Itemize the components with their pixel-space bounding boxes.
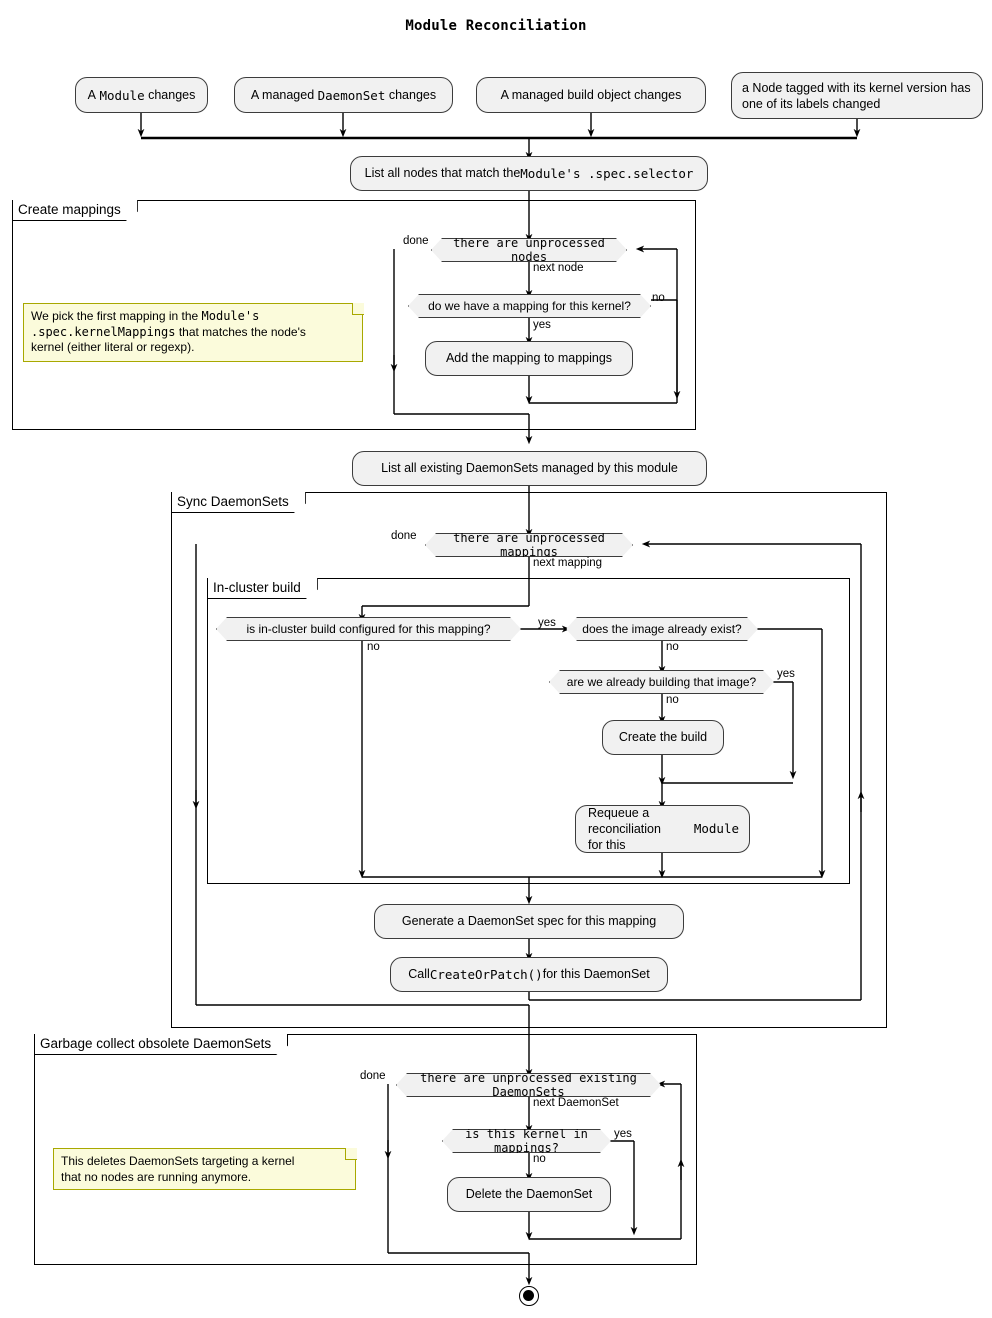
partition-garbage-collect — [34, 1034, 697, 1265]
partition-garbage-collect-text: Garbage collect obsolete DaemonSets — [40, 1036, 272, 1051]
partition-create-mappings-text: Create mappings — [18, 202, 121, 217]
partition-sync-daemonsets-text: Sync DaemonSets — [177, 494, 289, 509]
edge-label-next-mapping: next mapping — [533, 557, 603, 569]
activity-create-or-patch-post: for this DaemonSet — [542, 967, 650, 981]
activity-generate-daemonset-spec[interactable]: Generate a DaemonSet spec for this mappi… — [374, 904, 684, 939]
edge-label-next-node: next node — [533, 262, 584, 274]
decision-kernel-in-mappings[interactable]: is this kernel in mappings? — [442, 1129, 611, 1153]
activity-create-or-patch-pre: Call — [408, 967, 430, 981]
activity-list-nodes[interactable]: List all nodes that match the Module's .… — [350, 156, 708, 191]
end-node — [519, 1286, 539, 1306]
decision-in-cluster-build-configured[interactable]: is in-cluster build configured for this … — [216, 617, 521, 641]
partition-in-cluster-build — [207, 578, 850, 884]
decision-unprocessed-existing-daemonsets[interactable]: there are unprocessed existing DaemonSet… — [396, 1073, 661, 1097]
page-title: Module Reconciliation — [405, 18, 587, 34]
note-mapping-selection-line1-pre: We pick the first mapping in the — [31, 309, 202, 323]
activity-create-build[interactable]: Create the build — [602, 720, 724, 755]
decision-already-building[interactable]: are we already building that image? — [549, 670, 774, 694]
note-mapping-selection-fold — [352, 303, 364, 315]
activity-list-nodes-mono: Module's .spec.selector — [520, 166, 694, 181]
note-mapping-selection-line3: kernel (either literal or regexp). — [31, 340, 195, 354]
start-build-object-changes[interactable]: A managed build object changes — [476, 77, 706, 113]
start-build-object-changes-text: A managed build object changes — [500, 87, 682, 102]
partition-garbage-collect-label: Garbage collect obsolete DaemonSets — [34, 1034, 288, 1055]
activity-delete-daemonset[interactable]: Delete the DaemonSet — [447, 1177, 611, 1212]
edge-label-no-already-building: no — [666, 694, 679, 706]
activity-create-or-patch[interactable]: Call CreateOrPatch() for this DaemonSet — [390, 957, 668, 992]
start-daemonset-changes[interactable]: A managed DaemonSet changes — [234, 77, 453, 113]
decision-already-building-text: are we already building that image? — [566, 675, 757, 689]
note-mapping-selection-line2-mono: .spec.kernelMappings — [31, 324, 176, 339]
partition-sync-daemonsets-label: Sync DaemonSets — [171, 492, 306, 513]
start-node-label-changed-text: a Node tagged with its kernel version ha… — [742, 80, 971, 111]
edge-label-done-2: done — [391, 530, 417, 542]
edge-label-yes-kernel-in-mappings: yes — [614, 1128, 632, 1140]
activity-add-mapping[interactable]: Add the mapping to mappings — [425, 341, 633, 376]
activity-add-mapping-text: Add the mapping to mappings — [445, 351, 613, 365]
decision-image-exists[interactable]: does the image already exist? — [566, 617, 758, 641]
decision-unprocessed-mappings[interactable]: there are unprocessed mappings — [425, 533, 633, 557]
activity-create-build-text: Create the build — [618, 730, 708, 744]
edge-label-next-daemonset: next DaemonSet — [533, 1097, 619, 1109]
note-garbage-collect-line2: that no nodes are running anymore. — [61, 1169, 252, 1184]
decision-kernel-in-mappings-text: is this kernel in mappings? — [465, 1127, 588, 1155]
partition-sync-daemonsets — [171, 492, 887, 1028]
partition-in-cluster-build-label: In-cluster build — [207, 578, 318, 599]
activity-generate-daemonset-spec-text: Generate a DaemonSet spec for this mappi… — [401, 914, 657, 928]
note-garbage-collect-fold — [345, 1148, 357, 1160]
start-node-label-changed[interactable]: a Node tagged with its kernel version ha… — [731, 72, 983, 119]
note-garbage-collect: This deletes DaemonSets targeting a kern… — [53, 1148, 356, 1190]
decision-have-mapping[interactable]: do we have a mapping for this kernel? — [408, 294, 651, 318]
activity-create-or-patch-mono: CreateOrPatch() — [429, 967, 543, 982]
decision-in-cluster-build-configured-text: is in-cluster build configured for this … — [246, 622, 491, 636]
partition-in-cluster-build-text: In-cluster build — [213, 580, 301, 595]
decision-unprocessed-nodes[interactable]: there are unprocessed nodes — [431, 238, 627, 262]
edge-label-no-have-mapping: no — [652, 292, 665, 304]
decision-unprocessed-mappings-text: there are unprocessed mappings — [453, 531, 605, 559]
decision-unprocessed-existing-daemonsets-text: there are unprocessed existing DaemonSet… — [420, 1071, 637, 1099]
edge-label-yes-have-mapping: yes — [533, 319, 551, 331]
edge-label-no-image-exists: no — [666, 641, 679, 653]
edge-label-no-in-cluster-build: no — [367, 641, 380, 653]
edge-label-done-3: done — [360, 1070, 386, 1082]
edge-label-no-kernel-in-mappings: no — [533, 1153, 546, 1165]
note-mapping-selection: We pick the first mapping in the Module'… — [23, 303, 363, 362]
activity-list-daemonsets[interactable]: List all existing DaemonSets managed by … — [352, 451, 707, 486]
decision-unprocessed-nodes-text: there are unprocessed nodes — [453, 236, 605, 264]
activity-delete-daemonset-text: Delete the DaemonSet — [465, 1187, 593, 1201]
partition-create-mappings-label: Create mappings — [12, 200, 138, 221]
activity-list-daemonsets-text: List all existing DaemonSets managed by … — [381, 461, 678, 475]
activity-list-nodes-pre: List all nodes that match the — [364, 166, 521, 180]
partition-create-mappings — [12, 200, 696, 430]
start-module-changes[interactable]: A Module changes — [75, 77, 208, 113]
decision-image-exists-text: does the image already exist? — [582, 622, 742, 636]
decision-have-mapping-text: do we have a mapping for this kernel? — [428, 299, 631, 313]
edge-label-done-1: done — [403, 235, 429, 247]
note-mapping-selection-line1-mono: Module's — [201, 309, 260, 323]
edge-label-yes-in-cluster-build: yes — [538, 617, 556, 629]
note-garbage-collect-line1: This deletes DaemonSets targeting a kern… — [61, 1154, 295, 1168]
edge-label-yes-already-building: yes — [777, 668, 795, 680]
note-mapping-selection-line2-post: that matches the node's — [175, 324, 306, 339]
